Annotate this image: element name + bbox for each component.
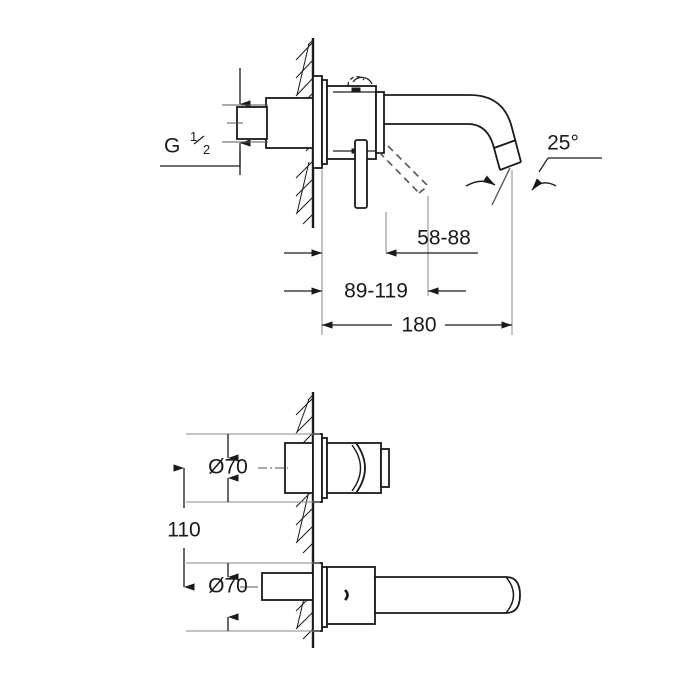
side-elevation-view: 25° G 1 2 (160, 38, 602, 337)
front-elevation-view: Ø70 Ø70 110 (167, 392, 521, 648)
dimension-58-88-label: 58-88 (417, 227, 471, 250)
spout-end-cap-arc (505, 576, 515, 614)
thread-fraction-bar (193, 135, 205, 145)
handle-lever-phantom (378, 145, 429, 194)
dimension-diameter-70-valve-label: Ø70 (208, 456, 248, 479)
swivel-arc-marks (347, 76, 373, 87)
thread-letter: G (164, 135, 180, 158)
handle-lever (354, 139, 368, 209)
spout-assembly-front (261, 562, 376, 632)
dimension-diameter-70-spout-label: Ø70 (208, 575, 248, 598)
wall-hatching-lower (295, 394, 314, 640)
thread-fraction-denominator: 2 (203, 142, 210, 157)
spout-outline (384, 94, 522, 171)
spout-angle-label: 25° (547, 132, 579, 155)
spout-tube-front (374, 576, 521, 614)
angle-label-leader (538, 157, 549, 173)
valve-assembly-front (284, 433, 390, 503)
spout-angle-leaders (465, 167, 557, 206)
dimension-110-label: 110 (167, 519, 200, 542)
valve-key-notch-top (351, 87, 361, 93)
dimension-180-label: 180 (401, 314, 436, 337)
front-view-extension-lines (186, 433, 320, 632)
spout-aerator-mark (344, 589, 349, 601)
spout-aerator-collar (493, 139, 517, 149)
thread-fraction-numerator: 1 (190, 129, 197, 144)
valve-handle-profile-arc-inner (351, 444, 362, 492)
valve-escutcheon-plate (312, 75, 328, 169)
valve-handle-profile-arc (355, 442, 366, 494)
inlet-thread-label: G 1 2 (164, 129, 210, 158)
dimension-89-119-label: 89-119 (344, 280, 408, 303)
